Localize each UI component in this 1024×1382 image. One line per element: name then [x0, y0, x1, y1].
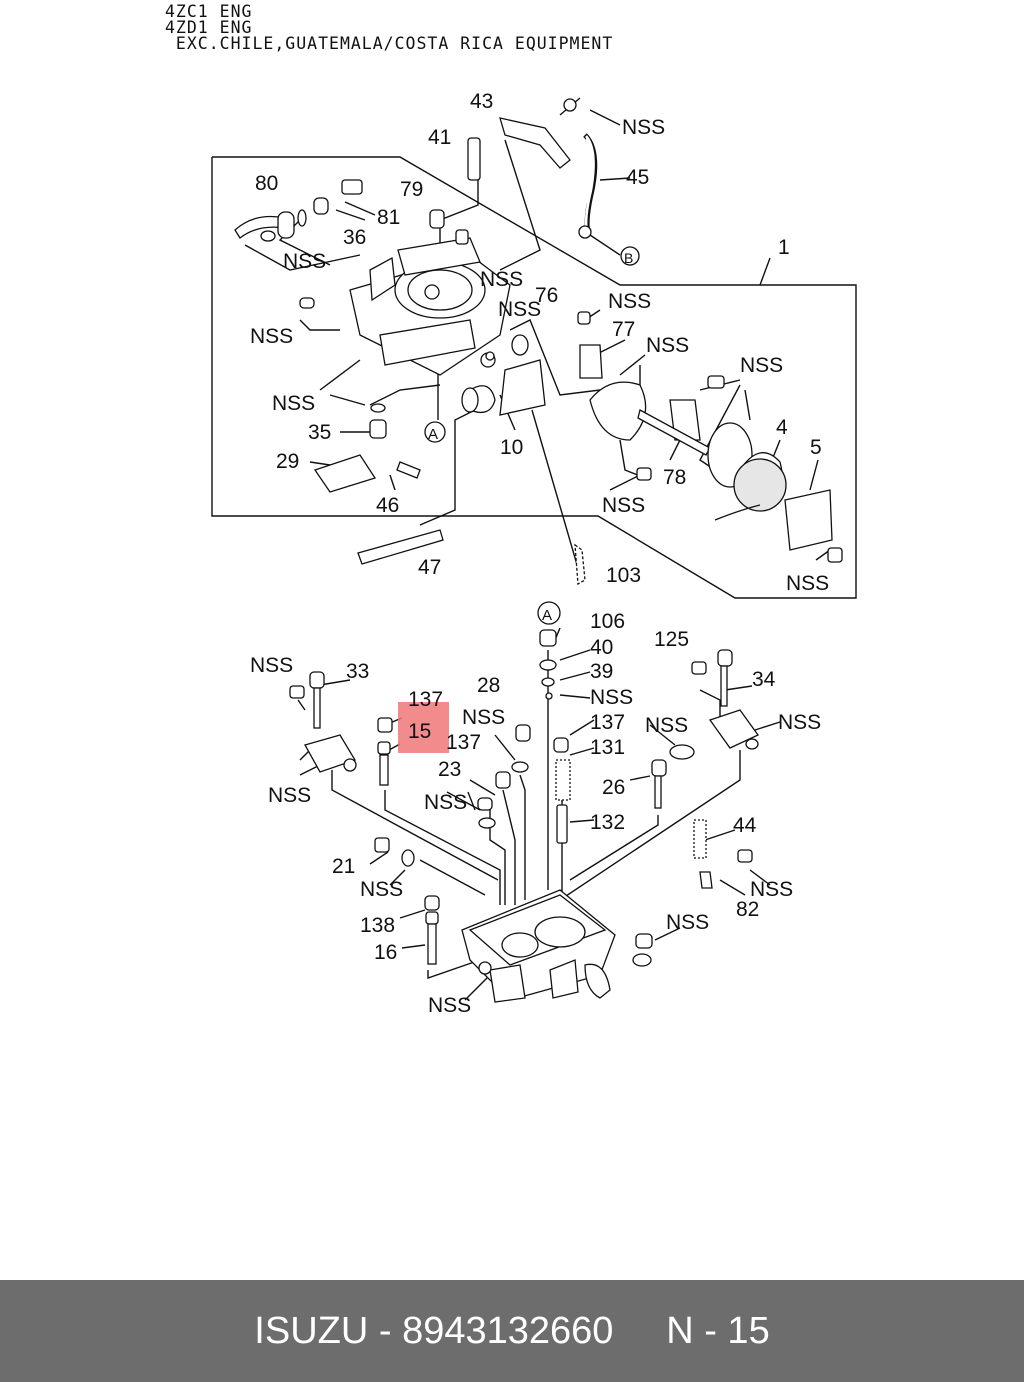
label-nss-13: NSS	[250, 654, 293, 677]
label-138: 138	[360, 914, 395, 937]
label-16: 16	[374, 941, 397, 964]
label-nss-20: NSS	[750, 878, 793, 901]
label-77: 77	[612, 318, 635, 341]
label-nss-1: NSS	[622, 116, 665, 139]
engine-line-2: 4ZD1 ENG	[165, 18, 253, 37]
label-137-b: 137	[446, 731, 481, 754]
ref-a-lower: A	[542, 607, 552, 624]
label-45: 45	[626, 166, 649, 189]
label-nss-12: NSS	[590, 686, 633, 709]
label-76: 76	[535, 284, 558, 307]
label-nss-11: NSS	[786, 572, 829, 595]
label-nss-16: NSS	[778, 711, 821, 734]
label-nss-3: NSS	[480, 268, 523, 291]
spacer	[613, 1310, 666, 1353]
brand-name: ISUZU	[254, 1309, 369, 1352]
label-137-a: 137	[408, 688, 443, 711]
label-1: 1	[778, 236, 790, 259]
label-29: 29	[276, 450, 299, 473]
label-nss-6: NSS	[646, 334, 689, 357]
label-10: 10	[500, 436, 523, 459]
label-78: 78	[663, 466, 686, 489]
label-nss-22: NSS	[428, 994, 471, 1017]
part-number: 8943132660	[402, 1309, 614, 1352]
label-21: 21	[332, 855, 355, 878]
label-79: 79	[400, 178, 423, 201]
label-28: 28	[477, 674, 500, 697]
label-nss-2: NSS	[283, 250, 326, 273]
label-nss-7: NSS	[740, 354, 783, 377]
label-15: 15	[408, 720, 431, 743]
label-nss-19: NSS	[360, 878, 403, 901]
label-nss-5: NSS	[608, 290, 651, 313]
label-46: 46	[376, 494, 399, 517]
part-footer-bar: ISUZU - 8943132660 N - 15	[0, 1280, 1024, 1382]
separator: -	[368, 1309, 403, 1352]
label-80: 80	[255, 172, 278, 195]
label-40: 40	[590, 636, 613, 659]
label-103: 103	[606, 564, 641, 587]
label-47: 47	[418, 556, 441, 579]
label-5: 5	[810, 436, 822, 459]
ref-b: B	[624, 250, 633, 266]
label-nss-4: NSS	[498, 298, 541, 321]
label-82: 82	[736, 898, 759, 921]
diagram-header: 4ZC1 ENG 4ZD1 ENG EXC.CHILE,GUATEMALA/CO…	[165, 2, 614, 53]
label-43: 43	[470, 90, 493, 113]
label-nss-21: NSS	[666, 911, 709, 934]
label-nss-8: NSS	[250, 325, 293, 348]
label-4: 4	[776, 416, 788, 439]
label-35: 35	[308, 421, 331, 444]
label-44: 44	[733, 814, 757, 837]
assembly-frame	[211, 156, 857, 599]
label-41: 41	[428, 126, 451, 149]
highlighted-part-box	[398, 702, 449, 753]
engine-line-1: 4ZC1 ENG	[165, 2, 253, 21]
label-nss-18: NSS	[424, 791, 467, 814]
label-81: 81	[377, 206, 400, 229]
label-nss-9: NSS	[272, 392, 315, 415]
label-nss-17: NSS	[268, 784, 311, 807]
label-36: 36	[343, 226, 366, 249]
label-125: 125	[654, 628, 689, 651]
label-nss-14: NSS	[462, 706, 505, 729]
carburetor-exploded-diagram: 43 41 NSS 45 B 1 80 79 81 36 NSS NSS NSS…	[211, 90, 857, 1017]
label-26: 26	[602, 776, 625, 799]
diagram-reference: N - 15	[666, 1309, 770, 1352]
label-39: 39	[590, 660, 613, 683]
label-131: 131	[590, 736, 625, 759]
label-137-c: 137	[590, 711, 625, 734]
ref-a-upper: A	[428, 426, 438, 443]
equipment-exclusion: EXC.CHILE,GUATEMALA/COSTA RICA EQUIPMENT	[165, 34, 614, 53]
label-132: 132	[590, 811, 625, 834]
label-23: 23	[438, 758, 461, 781]
label-106: 106	[590, 610, 625, 633]
label-34: 34	[752, 668, 776, 691]
label-nss-15: NSS	[645, 714, 688, 737]
label-nss-10: NSS	[602, 494, 645, 517]
label-33: 33	[346, 660, 369, 683]
